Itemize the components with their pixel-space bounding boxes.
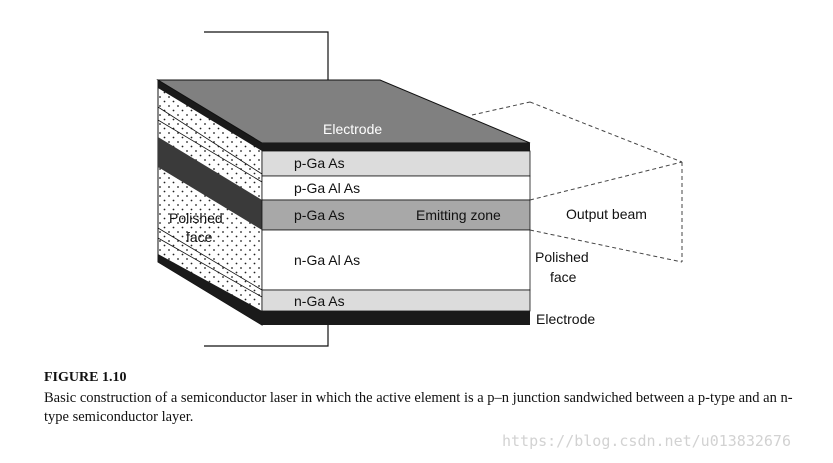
side-band-bottom-electrode (158, 254, 262, 325)
figure-caption: FIGURE 1.10 Basic construction of a semi… (44, 368, 814, 427)
side-band-active (158, 137, 262, 230)
layer-label-p-gaas-top: p-Ga As (294, 155, 345, 171)
top-electrode-strip (262, 143, 530, 151)
side-band-top-electrode (158, 80, 262, 151)
figure-caption-text: Basic construction of a semiconductor la… (44, 390, 793, 425)
polished-face-right-label-1: Polished (535, 249, 589, 265)
top-electrode-label: Electrode (323, 121, 382, 137)
bottom-electrode-lead (204, 325, 329, 347)
output-beam-label: Output beam (566, 206, 647, 222)
figure-caption-title: FIGURE 1.10 (44, 370, 127, 385)
output-beam (471, 101, 683, 263)
polished-face-left-label-1: Polished (169, 210, 223, 226)
polished-face-left-label-2: face (186, 229, 213, 245)
bottom-electrode-strip (262, 311, 530, 325)
layer-label-n-gaas: n-Ga As (294, 293, 345, 309)
emitting-zone-label: Emitting zone (416, 207, 501, 223)
layer-label-p-gaalas: p-Ga Al As (294, 180, 360, 196)
layer-label-p-gaas-active: p-Ga As (294, 207, 345, 223)
polished-face-right-label-2: face (550, 269, 577, 285)
bottom-electrode-label: Electrode (536, 311, 595, 327)
watermark: https://blog.csdn.net/u013832676 (502, 432, 791, 450)
layer-label-n-gaalas: n-Ga Al As (294, 252, 360, 268)
